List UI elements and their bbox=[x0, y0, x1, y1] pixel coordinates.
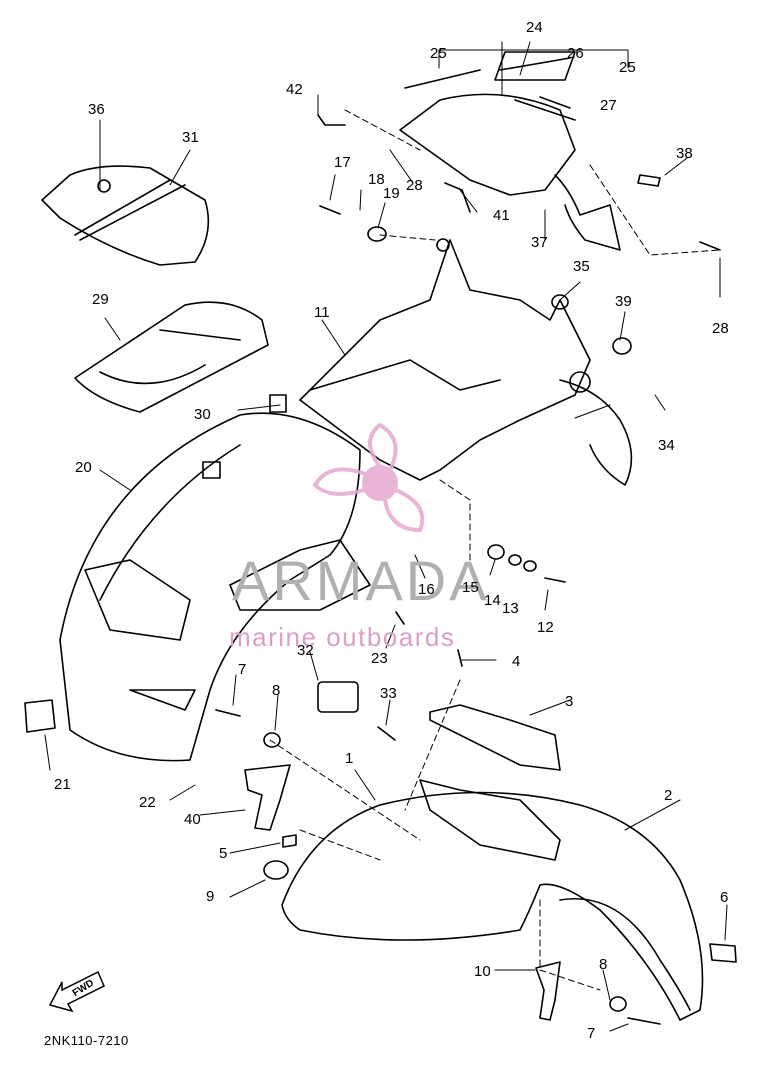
part-number-label: 8 bbox=[272, 682, 281, 699]
front-fender-part bbox=[281, 779, 704, 1021]
part-number-label: 9 bbox=[206, 888, 215, 905]
diagram-code: 2NK110-7210 bbox=[44, 1033, 129, 1048]
part-number-label: 3 bbox=[565, 693, 574, 710]
part-number-label: 41 bbox=[493, 207, 510, 224]
part-number-label: 36 bbox=[88, 101, 105, 118]
part-number-label: 31 bbox=[182, 129, 199, 146]
rear-frame-bracket bbox=[299, 238, 633, 486]
part-number-label: 24 bbox=[526, 19, 543, 36]
part-number-label: 8 bbox=[599, 956, 608, 973]
part-number-label: 40 bbox=[184, 811, 201, 828]
part-number-label: 18 bbox=[368, 171, 385, 188]
part-number-label: 2 bbox=[664, 787, 673, 804]
part-number-label: 25 bbox=[619, 59, 636, 76]
part-number-label: 39 bbox=[615, 293, 632, 310]
part-number-label: 7 bbox=[587, 1025, 596, 1042]
part-number-label: 25 bbox=[430, 45, 447, 62]
watermark-subtitle: marine outboards bbox=[229, 622, 456, 652]
part-number-label: 15 bbox=[462, 579, 479, 596]
watermark-logo bbox=[312, 422, 425, 533]
part-number-label: 33 bbox=[380, 685, 397, 702]
part-number-label: 11 bbox=[314, 304, 330, 321]
forward-arrow-icon bbox=[48, 970, 105, 1013]
seat-pad-part bbox=[74, 301, 269, 413]
part-number-label: 38 bbox=[676, 145, 693, 162]
license-reflector-part bbox=[24, 699, 56, 733]
part-number-label: 28 bbox=[712, 320, 729, 337]
bracket-part-10 bbox=[535, 961, 561, 1021]
hardware-parts bbox=[202, 114, 737, 1025]
part-number-label: 26 bbox=[567, 45, 584, 62]
taillight-assembly bbox=[399, 51, 621, 251]
part-number-label: 22 bbox=[139, 794, 156, 811]
part-number-label: 14 bbox=[484, 592, 501, 609]
part-number-label: 20 bbox=[75, 459, 92, 476]
part-number-label: 30 bbox=[194, 406, 211, 423]
part-number-label: 37 bbox=[531, 234, 548, 251]
part-number-label: 16 bbox=[418, 581, 435, 598]
part-number-label: 12 bbox=[537, 619, 554, 636]
part-number-label: 42 bbox=[286, 81, 303, 98]
dashed-leaders bbox=[269, 109, 721, 991]
part-number-label: 27 bbox=[600, 97, 617, 114]
rear-fender-part bbox=[59, 412, 371, 762]
watermark-brand: ARMADA bbox=[232, 549, 490, 612]
part-number-label: 19 bbox=[383, 185, 400, 202]
part-number-label: 28 bbox=[406, 177, 423, 194]
leader-lines bbox=[44, 41, 728, 1032]
bracket-part bbox=[244, 764, 291, 831]
part-number-label: 5 bbox=[219, 845, 228, 862]
part-number-label: 23 bbox=[371, 650, 388, 667]
seat-cover-part bbox=[41, 165, 210, 266]
part-number-label: 35 bbox=[573, 258, 590, 275]
part-number-label: 10 bbox=[474, 963, 491, 980]
part-number-label: 21 bbox=[54, 776, 71, 793]
part-number-label: 1 bbox=[345, 750, 354, 767]
part-number-label: 4 bbox=[512, 653, 521, 670]
fender-stay-part bbox=[429, 704, 561, 771]
part-number-label: 17 bbox=[334, 154, 351, 171]
part-number-label: 34 bbox=[658, 437, 675, 454]
part-number-label: 6 bbox=[720, 889, 729, 906]
part-number-label: 29 bbox=[92, 291, 109, 308]
part-number-label: 13 bbox=[502, 600, 519, 617]
part-number-label: 32 bbox=[297, 642, 314, 659]
part-number-label: 7 bbox=[238, 661, 247, 678]
